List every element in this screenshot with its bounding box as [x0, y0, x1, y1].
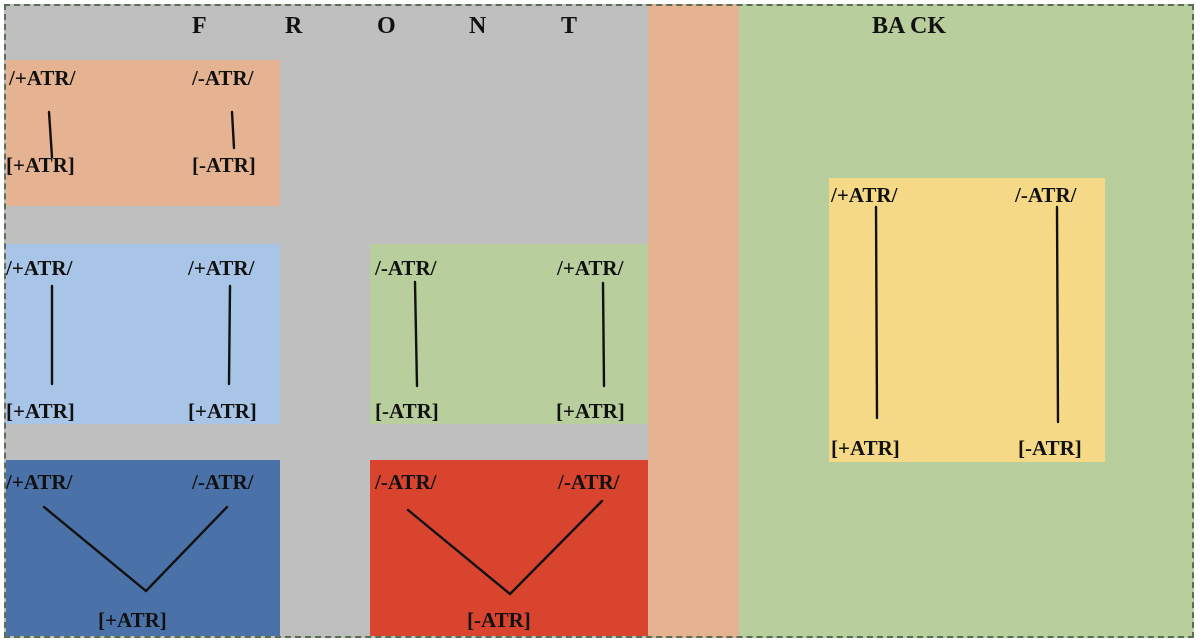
light-green-left-line — [413, 280, 419, 388]
front-letter-n: N — [469, 13, 487, 39]
peach-left-top-label: /+ATR/ — [9, 66, 76, 90]
peach-right-bottom-label: [-ATR] — [192, 153, 256, 177]
yellow-left-top-label: /+ATR/ — [831, 183, 898, 207]
red-right-line — [508, 499, 604, 596]
light-green-left-bottom-label: [-ATR] — [375, 399, 439, 423]
red-left-top-label: /-ATR/ — [375, 470, 437, 494]
light-green-left-top-label: /-ATR/ — [375, 256, 437, 280]
front-letter-f: F — [192, 13, 207, 39]
light-green-right-top-label: /+ATR/ — [557, 256, 624, 280]
light-blue-left-bottom-label: [+ATR] — [6, 399, 75, 423]
front-letter-o: O — [377, 13, 396, 39]
yellow-right-top-label: /-ATR/ — [1015, 183, 1077, 207]
front-letter-r: R — [285, 13, 303, 39]
peach-left-bottom-label: [+ATR] — [6, 153, 75, 177]
yellow-right-bottom-label: [-ATR] — [1018, 436, 1082, 460]
light-blue-right-bottom-label: [+ATR] — [188, 399, 257, 423]
dark-blue-right-line — [144, 505, 229, 593]
dark-blue-box — [6, 460, 280, 636]
red-left-line — [406, 508, 512, 596]
yellow-right-line — [1055, 205, 1060, 424]
light-blue-left-top-label: /+ATR/ — [6, 256, 73, 280]
dark-blue-bottom-label: [+ATR] — [98, 608, 167, 632]
peach-right-line — [230, 110, 236, 150]
light-blue-right-line — [227, 284, 232, 386]
red-bottom-label: [-ATR] — [467, 608, 531, 632]
dark-blue-left-top-label: /+ATR/ — [6, 470, 73, 494]
peach-right-top-label: /-ATR/ — [192, 66, 254, 90]
light-blue-right-top-label: /+ATR/ — [188, 256, 255, 280]
peach-left-line — [47, 110, 54, 159]
back-heading: BA CK — [872, 13, 947, 39]
light-green-right-line — [601, 281, 606, 388]
dark-blue-left-line — [42, 505, 148, 593]
yellow-left-line — [874, 205, 879, 420]
dark-blue-right-top-label: /-ATR/ — [192, 470, 254, 494]
red-right-top-label: /-ATR/ — [558, 470, 620, 494]
central-band — [648, 4, 739, 638]
light-green-right-bottom-label: [+ATR] — [556, 399, 625, 423]
front-letter-t: T — [561, 13, 578, 39]
red-box — [370, 460, 648, 636]
yellow-left-bottom-label: [+ATR] — [831, 436, 900, 460]
